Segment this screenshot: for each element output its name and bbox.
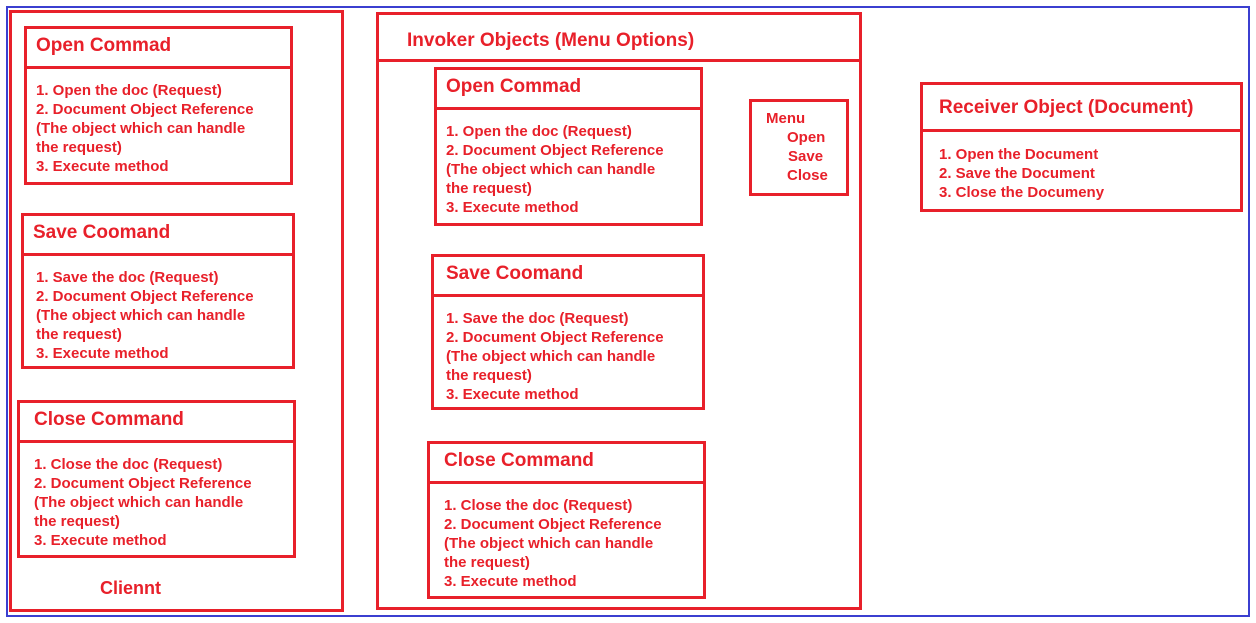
- menu-box: Menu Open Save Close: [749, 99, 849, 196]
- card-body: 1. Save the doc (Request) 2. Document Ob…: [434, 297, 702, 404]
- menu-option-save: Save: [788, 148, 824, 165]
- card-line: 3. Execute method: [444, 573, 577, 590]
- card-line: (The object which can handle: [446, 161, 656, 178]
- card-line: the request): [36, 139, 122, 156]
- card-body: 1. Open the doc (Request) 2. Document Ob…: [27, 69, 290, 176]
- card-body: 1. Save the doc (Request) 2. Document Ob…: [24, 256, 292, 363]
- card-line: 1. Close the doc (Request): [34, 456, 223, 473]
- card-title: Open Commad: [437, 70, 700, 110]
- card-title: Save Coomand: [24, 216, 292, 256]
- card-line: 3. Execute method: [34, 532, 167, 549]
- invoker-save-command-card: Save Coomand 1. Save the doc (Request) 2…: [431, 254, 705, 410]
- card-line: 2. Document Object Reference: [444, 516, 662, 533]
- invoker-title-divider: [376, 59, 862, 62]
- card-line: the request): [34, 513, 120, 530]
- card-line: 1. Open the Document: [939, 146, 1099, 163]
- card-line: 1. Save the doc (Request): [446, 310, 629, 327]
- invoker-close-command-card: Close Command 1. Close the doc (Request)…: [427, 441, 706, 599]
- card-line: the request): [446, 180, 532, 197]
- diagram-frame: [6, 6, 1250, 617]
- card-line: (The object which can handle: [446, 348, 656, 365]
- menu-title: Menu: [766, 110, 806, 127]
- card-line: 2. Document Object Reference: [36, 288, 254, 305]
- card-line: 2. Document Object Reference: [36, 101, 254, 118]
- card-line: the request): [36, 326, 122, 343]
- card-line: 3. Execute method: [36, 345, 169, 362]
- card-line: 2. Save the Document: [939, 165, 1095, 182]
- client-close-command-card: Close Command 1. Close the doc (Request)…: [17, 400, 296, 558]
- client-label: Clіennt: [100, 578, 161, 598]
- card-line: (The object which can handle: [36, 307, 246, 324]
- card-line: 2. Document Object Reference: [34, 475, 252, 492]
- client-open-command-card: Open Commad 1. Open the doc (Request) 2.…: [24, 26, 293, 185]
- card-line: (The object which can handle: [444, 535, 654, 552]
- card-line: the request): [444, 554, 530, 571]
- card-line: 1. Close the doc (Request): [444, 497, 633, 514]
- menu-option-open: Open: [787, 129, 826, 146]
- receiver-object-card: Receiver Object (Document) 1. Open the D…: [920, 82, 1243, 212]
- card-line: 2. Document Object Reference: [446, 329, 664, 346]
- card-line: 1. Open the doc (Request): [36, 82, 222, 99]
- card-title: Receiver Object (Document): [923, 85, 1240, 132]
- card-line: the request): [446, 367, 532, 384]
- card-line: 3. Close the Documeny: [939, 184, 1105, 201]
- card-line: (The object which can handle: [36, 120, 246, 137]
- invoker-open-command-card: Open Commad 1. Open the doc (Request) 2.…: [434, 67, 703, 226]
- card-line: (The object which can handle: [34, 494, 244, 511]
- invoker-title: Invoker Objects (Menu Options): [407, 30, 695, 51]
- card-body: 1. Close the doc (Request) 2. Document O…: [20, 443, 293, 550]
- card-body: 1. Open the doc (Request) 2. Document Ob…: [437, 110, 700, 217]
- card-line: 3. Execute method: [446, 386, 579, 403]
- menu-option-close: Close: [787, 167, 828, 184]
- card-line: 2. Document Object Reference: [446, 142, 664, 159]
- card-line: 1. Open the doc (Request): [446, 123, 632, 140]
- card-title: Close Command: [430, 444, 703, 484]
- card-line: 1. Save the doc (Request): [36, 269, 219, 286]
- card-body: 1. Close the doc (Request) 2. Document O…: [430, 484, 703, 591]
- card-body: 1. Open the Document 2. Save the Documen…: [923, 132, 1240, 202]
- card-title: Save Coomand: [434, 257, 702, 297]
- card-title: Open Commad: [27, 29, 290, 69]
- client-save-command-card: Save Coomand 1. Save the doc (Request) 2…: [21, 213, 295, 369]
- card-line: 3. Execute method: [446, 199, 579, 216]
- card-line: 3. Execute method: [36, 158, 169, 175]
- card-title: Close Command: [20, 403, 293, 443]
